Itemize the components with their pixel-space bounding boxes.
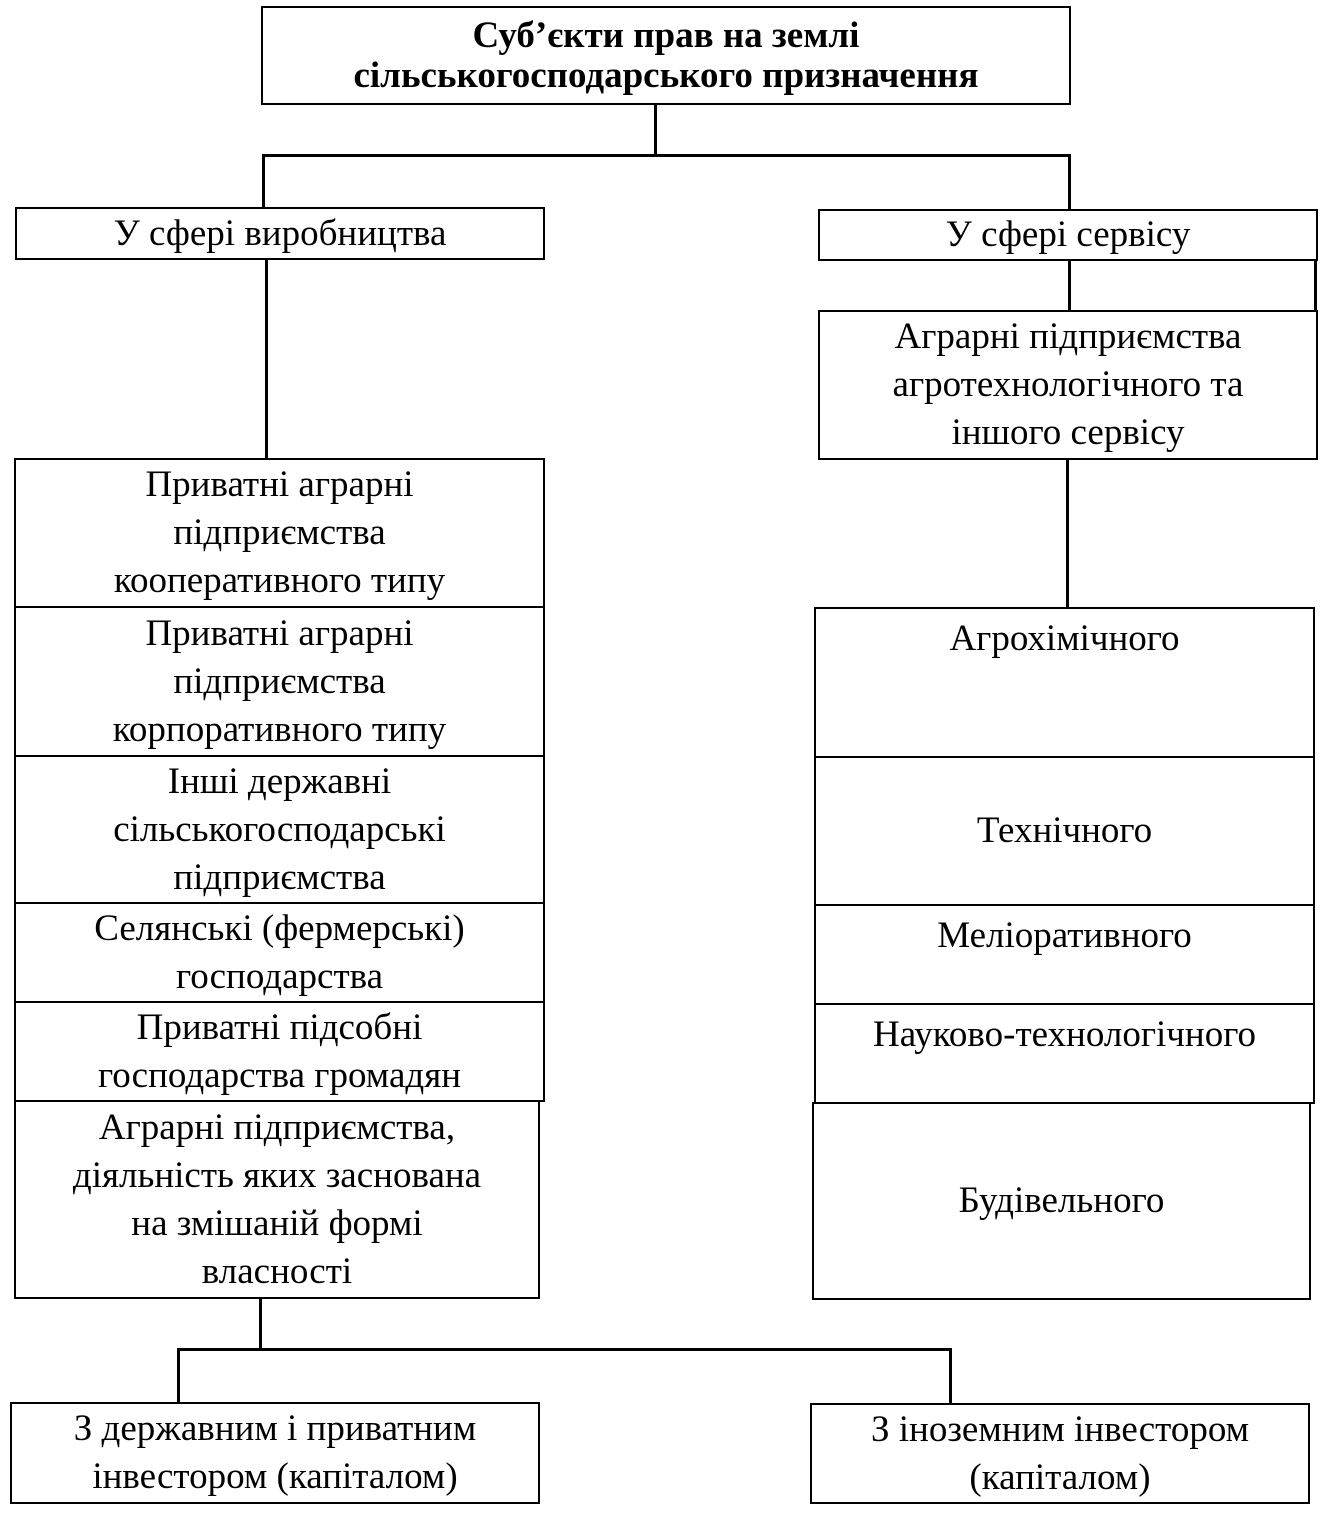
connector-title-down [654, 104, 657, 156]
investor-domestic-label: З державним і приватним інвестором (капі… [73, 1408, 477, 1497]
service-item-label: Технічного [976, 810, 1153, 851]
connector-investor-foreign [949, 1348, 952, 1404]
production-item-label: Інші державні сільськогосподарські підпр… [113, 760, 446, 898]
production-sphere-label: У сфері виробництва [113, 212, 447, 254]
production-sphere-box: У сфері виробництва [15, 207, 545, 260]
investor-domestic-box: З державним і приватним інвестором (капі… [10, 1402, 540, 1504]
connector-production-investors [259, 1297, 262, 1350]
service-item-label: Агрохімічного [949, 618, 1180, 659]
service-item-agrochemical: Агрохімічного [814, 607, 1315, 758]
investor-foreign-label: З іноземним інвестором (капіталом) [870, 1408, 1250, 1498]
diagram-title: Суб’єкти прав на землі сільськогосподарс… [353, 14, 979, 96]
production-item-subsidiary: Приватні підсобні господарства громадян [14, 1001, 545, 1102]
service-sphere-label: У сфері сервісу [945, 214, 1191, 255]
production-item-label: Приватні аграрні підприємства кооператив… [113, 464, 446, 601]
production-item-label: Аграрні підприємства, діяльність яких за… [72, 1106, 482, 1292]
service-enterprises-label: Аграрні підприємства агротехнологічного … [892, 316, 1244, 453]
production-item-state: Інші державні сільськогосподарські підпр… [14, 755, 545, 904]
production-item-corporate: Приватні аграрні підприємства корпоратив… [14, 606, 545, 757]
investor-foreign-box: З іноземним інвестором (капіталом) [810, 1403, 1310, 1504]
connector-production-items [265, 258, 268, 460]
service-item-scientific: Науково-технологічного [814, 1003, 1315, 1104]
production-item-mixed: Аграрні підприємства, діяльність яких за… [14, 1100, 540, 1299]
service-item-label: Будівельного [958, 1180, 1165, 1221]
production-item-label: Селянські (фермерські) господарства [94, 907, 465, 997]
service-enterprises-box: Аграрні підприємства агротехнологічного … [818, 310, 1318, 460]
connector-service-side [1314, 259, 1317, 313]
service-item-technical: Технічного [814, 756, 1315, 906]
production-item-farm: Селянські (фермерські) господарства [14, 902, 545, 1003]
connector-branch-production [262, 154, 265, 208]
diagram-title-box: Суб’єкти прав на землі сільськогосподарс… [261, 6, 1071, 105]
connector-branch-service [1068, 154, 1071, 210]
service-sphere-box: У сфері сервісу [818, 209, 1318, 261]
connector-investor-domestic [177, 1348, 180, 1403]
service-item-label: Меліоративного [937, 915, 1192, 956]
connector-investors-branch [177, 1348, 952, 1351]
connector-service-enterprises [1068, 259, 1071, 313]
connector-title-branch [262, 154, 1070, 157]
production-item-label: Приватні аграрні підприємства корпоратив… [112, 612, 447, 750]
service-item-melioration: Меліоративного [814, 904, 1315, 1005]
production-item-cooperative: Приватні аграрні підприємства кооператив… [14, 458, 545, 608]
production-item-label: Приватні підсобні господарства громадян [97, 1006, 462, 1096]
service-item-label: Науково-технологічного [873, 1014, 1256, 1055]
service-item-construction: Будівельного [812, 1102, 1311, 1300]
connector-enterprises-items [1066, 458, 1069, 609]
